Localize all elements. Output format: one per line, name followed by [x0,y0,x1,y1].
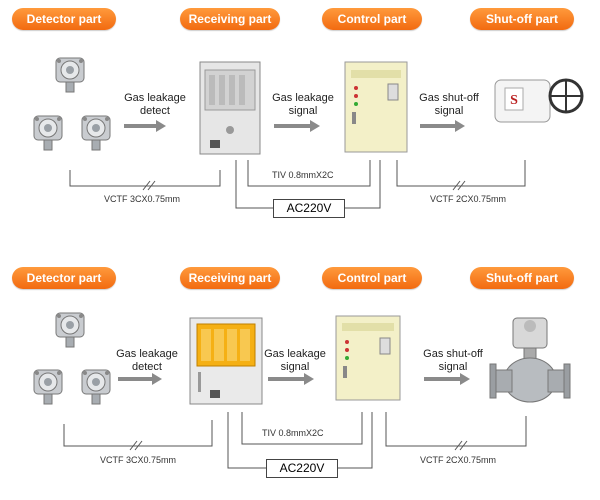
gas-detector-icon [33,369,63,405]
gas-leakage-detect-label: Gas leakage detect [124,92,186,117]
flow-arrows [118,373,470,385]
receiving-part-header: Receiving part [180,267,280,289]
gas-receiver-panel-icon [199,61,261,155]
control-panel-icon [344,61,408,153]
vctf-3c-cable-label: VCTF 3CX0.75mm [100,455,177,465]
gas-leakage-signal-label: Gas leakage signal [264,348,326,373]
control-part-header: Control part [322,8,422,30]
detector-part-header: Detector part [12,8,116,30]
shutoff-actuator-icon: S [494,78,584,123]
ac220v-power-box: AC220V [273,199,345,218]
shutoff-part-header: Shut-off part [470,267,574,289]
vctf-2c-cable-label: VCTF 2CX0.75mm [430,194,507,204]
receiving-part-header: Receiving part [180,8,280,30]
vctf-2c-cable-label: VCTF 2CX0.75mm [420,455,497,465]
shutoff-part-header: Shut-off part [470,8,574,30]
gas-shutoff-signal-label: Gas shut-off signal [423,348,483,373]
gas-leakage-detect-label: Gas leakage detect [116,348,178,373]
row-1-drawing: S [33,57,584,209]
tiv-cable-label: TIV 0.8mmX2C [272,170,334,180]
detector-part-header: Detector part [12,267,116,289]
gas-detector-icon [81,369,111,405]
tiv-cable-label: TIV 0.8mmX2C [262,428,324,438]
gas-receiver-panel-icon [189,317,263,405]
ball-valve-icon [489,317,571,403]
vctf-3c-cable-label: VCTF 3CX0.75mm [104,194,181,204]
control-part-header: Control part [322,267,422,289]
flow-arrows [124,120,465,132]
gas-detector-icon [55,312,85,348]
svg-text:S: S [510,93,518,108]
control-panel-icon [335,315,401,401]
ac220v-power-box: AC220V [266,459,338,478]
gas-leakage-signal-label: Gas leakage signal [272,92,334,117]
gas-shutoff-signal-label: Gas shut-off signal [419,92,479,117]
